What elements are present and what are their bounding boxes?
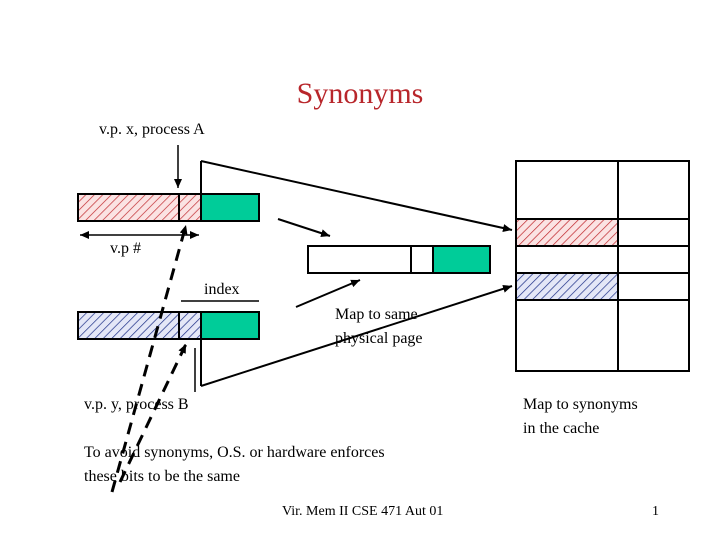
- cache-projection-bottom-arrow: [200, 284, 513, 387]
- vp-number-label: v.p #: [110, 240, 141, 257]
- address-a: [77, 193, 260, 222]
- address-b: [77, 311, 260, 340]
- physical-index-bits: [410, 245, 434, 274]
- address-b-index-bits: [178, 311, 202, 340]
- map-b-to-physical-arrow: [295, 279, 361, 308]
- vp-y-label: v.p. y, process B: [84, 396, 189, 413]
- address-b-vp-field: [77, 311, 180, 340]
- vp-x-label: v.p. x, process A: [99, 121, 205, 138]
- index-label: index: [204, 281, 240, 298]
- footer-page-number: 1: [652, 504, 659, 519]
- avoid-synonyms-note-line2: these bits to be the same: [84, 468, 240, 485]
- address-b-offset: [200, 311, 260, 340]
- footer-course: Vir. Mem II CSE 471 Aut 01: [282, 504, 444, 519]
- map-same-page-label-line1: Map to same: [335, 306, 418, 323]
- address-a-offset: [200, 193, 260, 222]
- cache-projection-top-arrow: [200, 160, 513, 232]
- physical-page-field: [307, 245, 412, 274]
- cache: [515, 160, 690, 372]
- cache-synonym-entry-a: [515, 218, 619, 247]
- map-synonyms-label-line1: Map to synonyms: [523, 396, 638, 413]
- map-same-page-label-line2: physical page: [335, 330, 423, 347]
- physical-address: [307, 245, 491, 274]
- map-synonyms-label-line2: in the cache: [523, 420, 600, 437]
- address-a-vp-field: [77, 193, 180, 222]
- physical-offset: [432, 245, 491, 274]
- avoid-synonyms-note-line1: To avoid synonyms, O.S. or hardware enfo…: [84, 444, 385, 461]
- cache-synonym-entry-b: [515, 272, 619, 301]
- address-a-index-bits: [178, 193, 202, 222]
- slide-title: Synonyms: [296, 77, 424, 110]
- cache-outline: [515, 160, 690, 372]
- map-a-to-physical-arrow: [277, 218, 331, 238]
- enforce-bits-dashed-arrow-a: [110, 224, 188, 493]
- enforce-bits-dashed-arrow-b: [118, 343, 188, 483]
